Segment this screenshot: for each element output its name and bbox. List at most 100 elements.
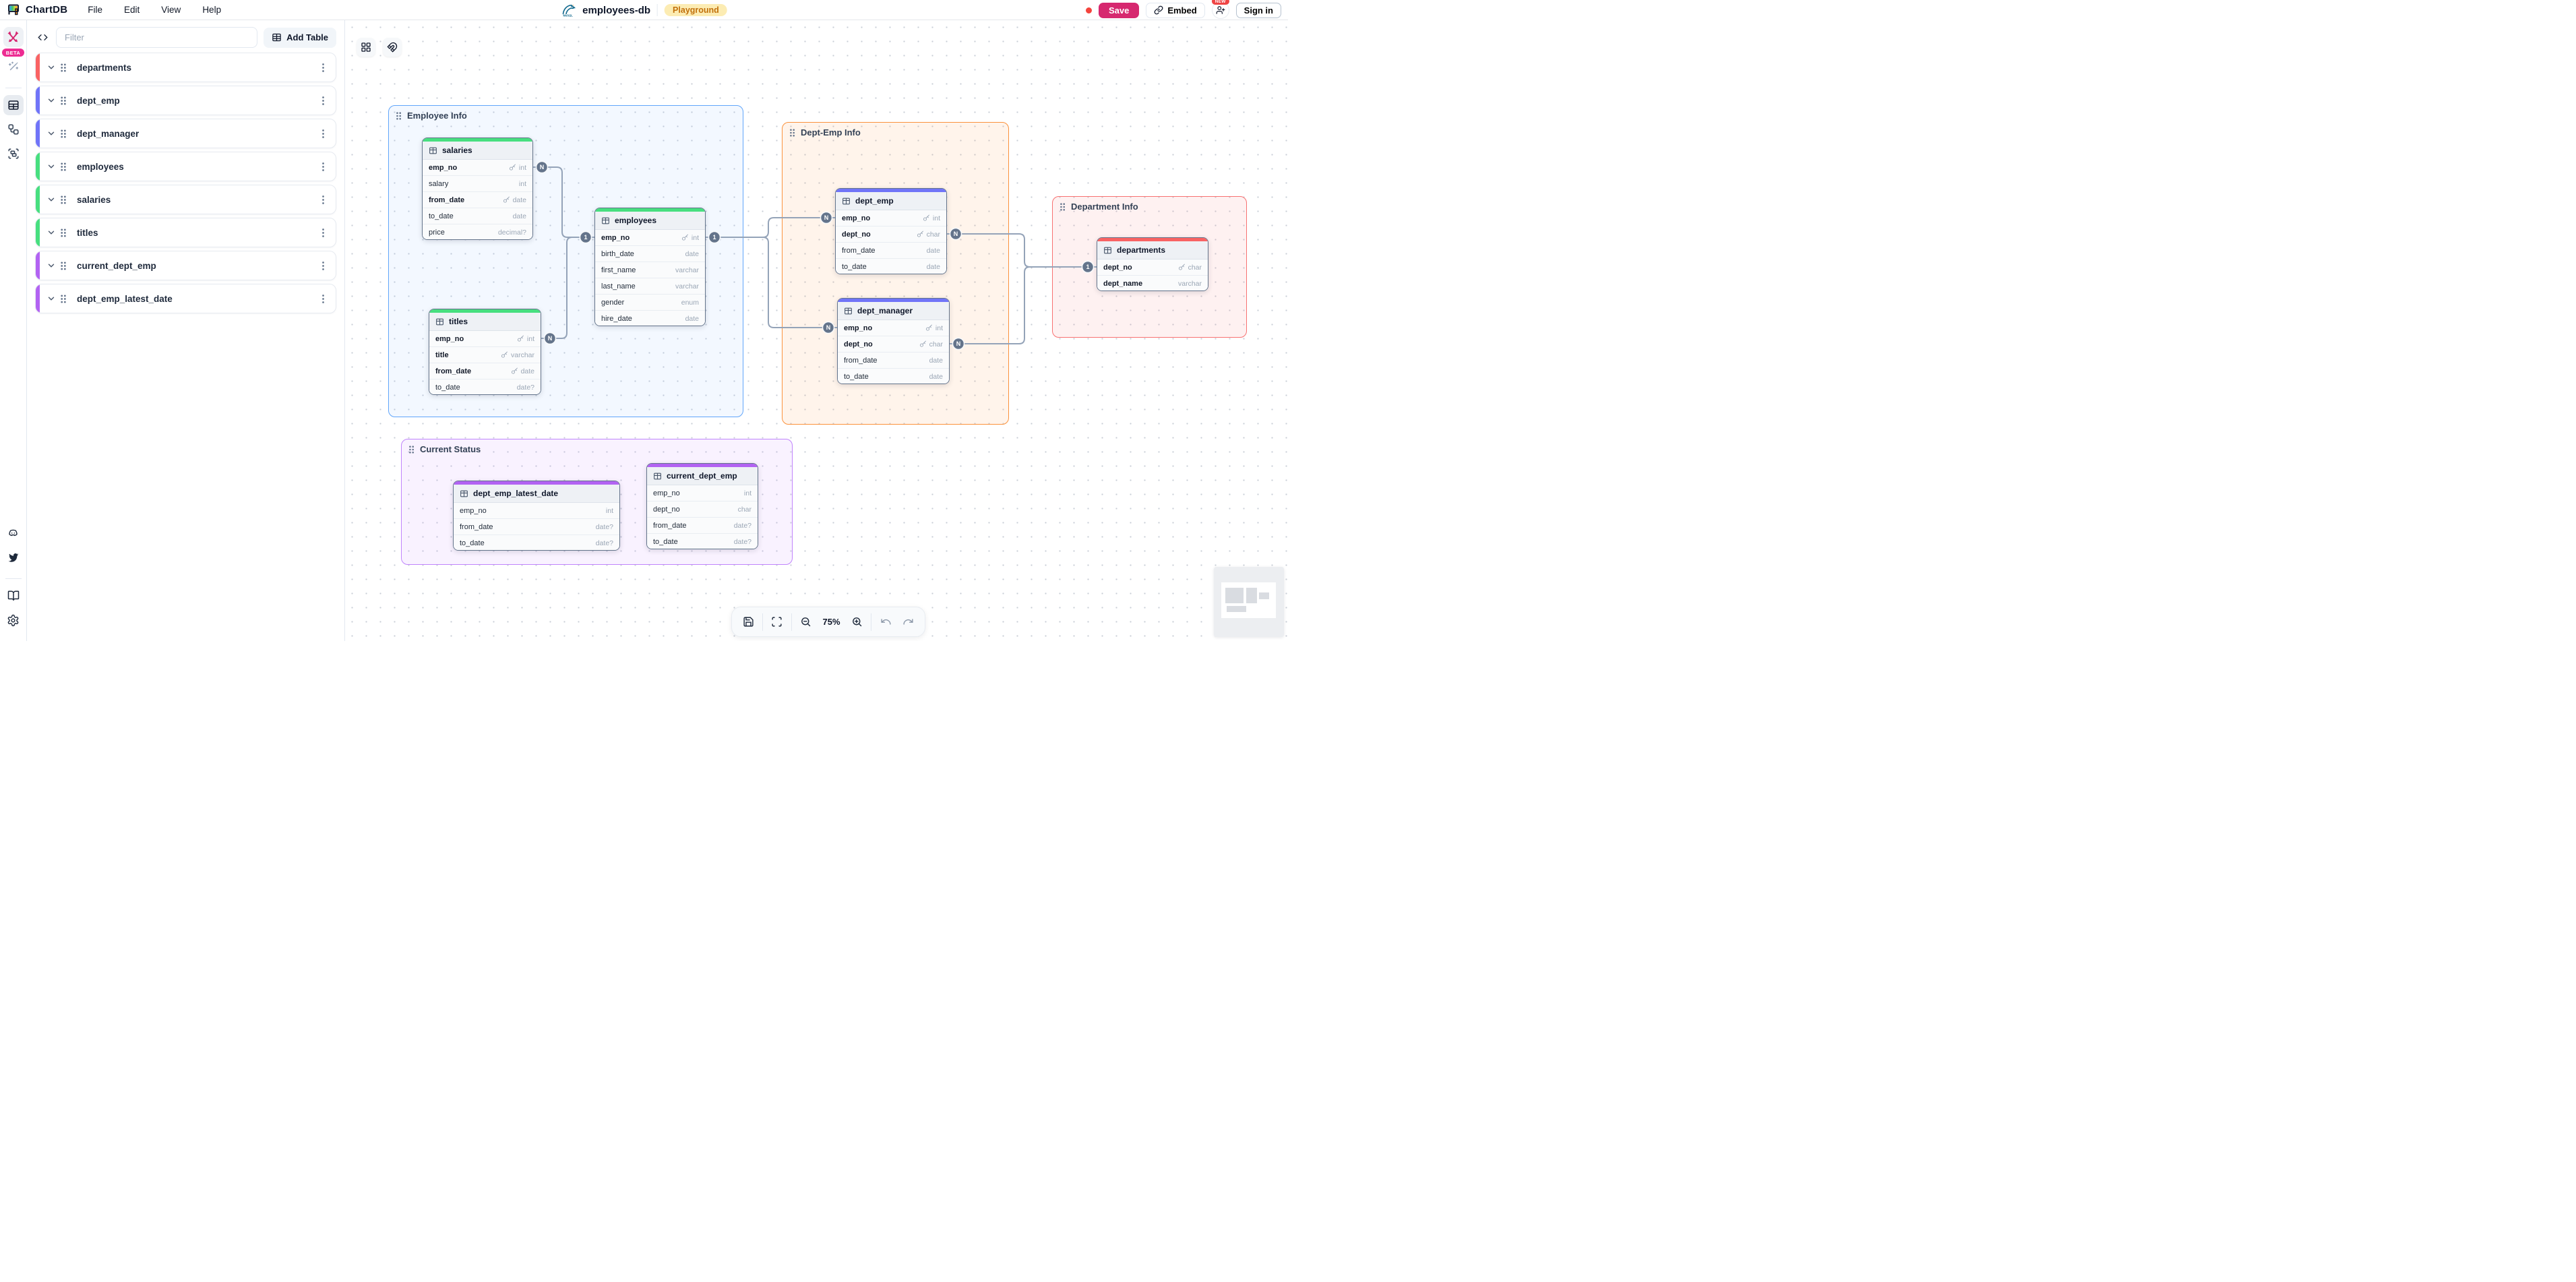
field-row-emp_no[interactable]: emp_no int [454, 503, 619, 519]
kebab-menu-icon[interactable] [319, 162, 328, 172]
table-header[interactable]: current_dept_emp [647, 467, 758, 485]
chevron-down-icon[interactable] [47, 195, 56, 204]
drag-handle-icon[interactable] [789, 128, 796, 137]
zoom-level[interactable]: 75% [822, 617, 840, 627]
table-options-button[interactable] [319, 63, 328, 73]
chevron-down-icon[interactable] [47, 261, 56, 270]
diagram-table-current_dept_emp[interactable]: current_dept_emp emp_no int dept_no char… [646, 463, 758, 549]
diagram-table-titles[interactable]: titles emp_no int title varchar from_dat… [429, 309, 541, 395]
chevron-down-icon[interactable] [47, 162, 56, 171]
sidebar-table-row-departments[interactable]: departments [35, 53, 336, 82]
chevron-down-icon[interactable] [47, 129, 56, 138]
field-row-emp_no[interactable]: emp_no int [429, 331, 541, 347]
menu-help[interactable]: Help [202, 5, 222, 15]
add-table-button[interactable]: Add Table [264, 27, 336, 48]
diagram-table-dept_emp[interactable]: dept_emp emp_no int dept_no char from_da… [835, 188, 947, 274]
field-row-price[interactable]: price decimal? [423, 224, 532, 239]
field-row-emp_no[interactable]: emp_no int [836, 210, 946, 226]
sidebar-table-row-current_dept_emp[interactable]: current_dept_emp [35, 251, 336, 280]
field-row-gender[interactable]: gender enum [595, 295, 705, 311]
field-row-dept_no[interactable]: dept_no char [838, 336, 949, 353]
field-row-dept_name[interactable]: dept_name varchar [1097, 276, 1208, 291]
diagram-table-salaries[interactable]: salaries emp_no int salary int from_date… [422, 138, 533, 240]
diagram-name[interactable]: employees-db [582, 4, 651, 16]
drag-handle-icon[interactable] [60, 261, 67, 270]
fit-view-button[interactable] [766, 611, 788, 634]
diagram-table-departments[interactable]: departments dept_no char dept_name varch… [1097, 237, 1208, 291]
diagram-table-employees[interactable]: employees emp_no int birth_date date fir… [594, 208, 706, 326]
field-row-birth_date[interactable]: birth_date date [595, 246, 705, 262]
drag-handle-icon[interactable] [60, 96, 67, 105]
field-row-to_date[interactable]: to_date date? [454, 535, 619, 550]
chevron-down-icon[interactable] [47, 96, 56, 105]
field-row-dept_no[interactable]: dept_no char [1097, 260, 1208, 276]
kebab-menu-icon[interactable] [319, 96, 328, 106]
drag-handle-icon[interactable] [408, 445, 415, 454]
drag-handle-icon[interactable] [60, 129, 67, 138]
field-row-dept_no[interactable]: dept_no char [647, 501, 758, 518]
field-row-title[interactable]: title varchar [429, 347, 541, 363]
kebab-menu-icon[interactable] [319, 129, 328, 139]
twitter-button[interactable] [3, 547, 24, 568]
expand-chevron[interactable] [47, 195, 56, 204]
field-row-hire_date[interactable]: hire_date date [595, 311, 705, 326]
expand-chevron[interactable] [47, 96, 56, 105]
save-diagram-button[interactable] [737, 611, 760, 634]
area-header[interactable]: Current Status [402, 439, 792, 459]
table-options-button[interactable] [319, 129, 328, 139]
tables-tool-button[interactable] [3, 95, 24, 115]
field-row-first_name[interactable]: first_name varchar [595, 262, 705, 278]
invite-user-button[interactable]: NEW [1211, 0, 1229, 19]
save-button[interactable]: Save [1098, 2, 1140, 18]
kebab-menu-icon[interactable] [319, 195, 328, 205]
drag-handle-icon[interactable] [60, 294, 67, 303]
diagram-editor-button[interactable] [3, 27, 24, 47]
minimap[interactable] [1214, 567, 1284, 637]
field-row-from_date[interactable]: from_date date? [454, 519, 619, 535]
table-options-button[interactable] [319, 195, 328, 205]
show-all-tables-button[interactable] [357, 38, 375, 57]
table-header[interactable]: dept_emp [836, 192, 946, 210]
table-options-button[interactable] [319, 96, 328, 106]
zoom-in-button[interactable] [846, 611, 868, 634]
field-row-emp_no[interactable]: emp_no int [838, 320, 949, 336]
table-options-button[interactable] [319, 261, 328, 271]
table-header[interactable]: salaries [423, 142, 532, 160]
table-options-button[interactable] [319, 228, 328, 238]
filter-input[interactable] [56, 27, 258, 48]
expand-chevron[interactable] [47, 129, 56, 138]
areas-tool-button[interactable] [3, 144, 24, 164]
drag-handle-icon[interactable] [60, 63, 67, 72]
sidebar-table-row-dept_emp_latest_date[interactable]: dept_emp_latest_date [35, 284, 336, 313]
chevron-down-icon[interactable] [47, 228, 56, 237]
ai-wand-button[interactable] [3, 57, 24, 77]
drag-handle-icon[interactable] [60, 162, 67, 171]
table-header[interactable]: departments [1097, 241, 1208, 260]
field-row-to_date[interactable]: to_date date [836, 259, 946, 274]
field-row-to_date[interactable]: to_date date? [647, 534, 758, 549]
drag-handle-icon[interactable] [60, 195, 67, 204]
field-row-from_date[interactable]: from_date date [429, 363, 541, 379]
kebab-menu-icon[interactable] [319, 63, 328, 73]
area-header[interactable]: Department Info [1053, 197, 1246, 216]
menu-edit[interactable]: Edit [124, 5, 140, 15]
field-row-to_date[interactable]: to_date date [838, 369, 949, 384]
sidebar-table-row-titles[interactable]: titles [35, 218, 336, 247]
undo-button[interactable] [874, 611, 896, 634]
redo-button[interactable] [897, 611, 919, 634]
kebab-menu-icon[interactable] [319, 294, 328, 304]
table-header[interactable]: dept_emp_latest_date [454, 485, 619, 503]
diagram-table-dept_emp_latest_date[interactable]: dept_emp_latest_date emp_no int from_dat… [453, 481, 620, 551]
area-header[interactable]: Employee Info [389, 106, 743, 125]
field-row-last_name[interactable]: last_name varchar [595, 278, 705, 295]
table-options-button[interactable] [319, 162, 328, 172]
field-row-from_date[interactable]: from_date date [838, 353, 949, 369]
table-header[interactable]: dept_manager [838, 302, 949, 320]
diagram-table-dept_manager[interactable]: dept_manager emp_no int dept_no char fro… [837, 298, 950, 384]
zoom-out-button[interactable] [795, 611, 817, 634]
field-row-to_date[interactable]: to_date date [423, 208, 532, 224]
discord-button[interactable] [3, 523, 24, 543]
drag-handle-icon[interactable] [60, 228, 67, 237]
embed-button[interactable]: Embed [1146, 2, 1205, 18]
